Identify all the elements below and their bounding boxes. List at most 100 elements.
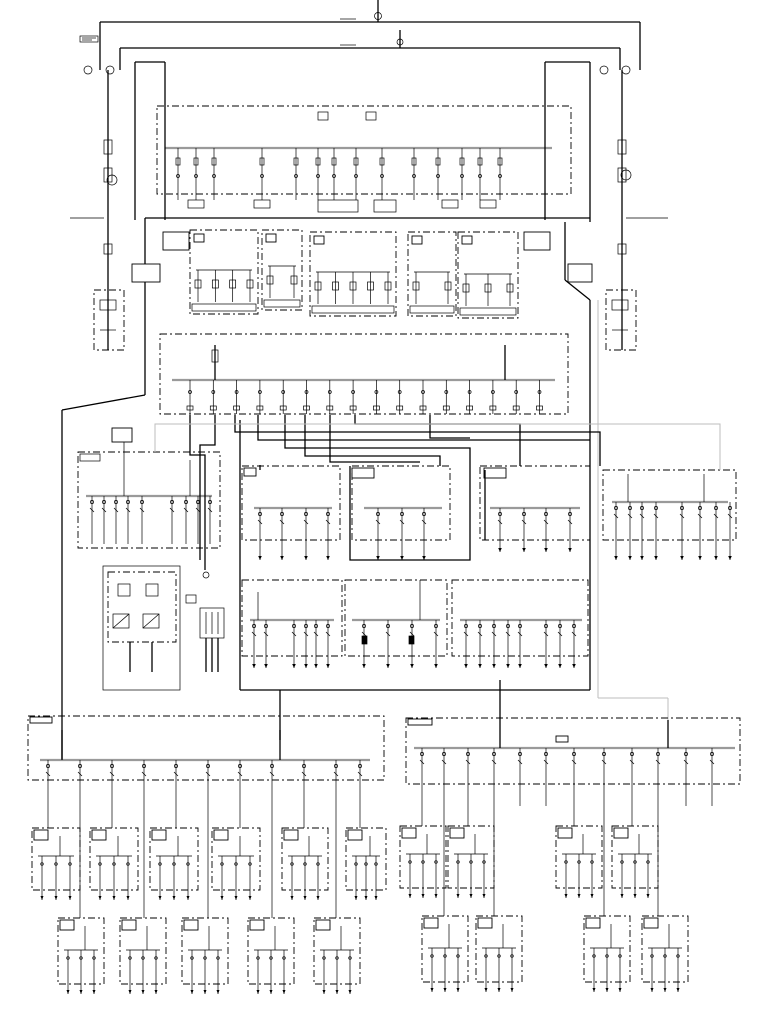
lv-meter: [256, 405, 264, 411]
outgoing-arrow: [498, 548, 502, 552]
ct-symbol: [294, 174, 298, 178]
box-breaker: [469, 860, 473, 864]
outgoing-arrow: [640, 556, 644, 560]
box-tag: [183, 919, 199, 931]
outgoing-arrow: [40, 896, 44, 900]
box-breaker: [633, 860, 637, 864]
mv-breaker: [211, 157, 217, 166]
breaker-contact: [357, 771, 363, 777]
transformer-symbol: [332, 281, 339, 291]
breaker-contact: [333, 771, 339, 777]
loop-cables: [61, 217, 669, 760]
box-breaker: [434, 860, 438, 864]
breaker-symbol: [492, 624, 496, 628]
breaker-contact: [653, 513, 659, 519]
mv-breaker: [497, 157, 503, 166]
box-breaker: [128, 956, 132, 960]
box-breaker: [592, 954, 596, 958]
outgoing-arrow: [326, 664, 330, 668]
outgoing-arrow: [577, 894, 581, 898]
outgoing-arrow: [316, 896, 320, 900]
breaker-symbol: [558, 624, 562, 628]
breaker-symbol: [90, 500, 94, 504]
lv-meter: [326, 405, 334, 411]
breaker-contact: [463, 631, 469, 637]
outgoing-arrow: [680, 556, 684, 560]
outgoing-arrow: [572, 664, 576, 668]
breaker-contact: [613, 513, 619, 519]
substation-tag: [313, 235, 325, 245]
outgoing-arrow: [663, 988, 667, 992]
lv-breaker: [421, 390, 425, 394]
box-breaker: [348, 956, 352, 960]
breaker-symbol: [264, 624, 268, 628]
outgoing-arrow: [484, 988, 488, 992]
box-breaker: [408, 860, 412, 864]
lv-meter: [396, 405, 404, 411]
outgoing-arrow: [650, 988, 654, 992]
outgoing-arrow: [400, 556, 404, 560]
left-subpanel: [77, 427, 221, 549]
outgoing-arrow: [568, 548, 572, 552]
breaker-symbol: [602, 752, 606, 756]
tx-panel-outer-right: [567, 263, 593, 283]
box-breaker: [216, 956, 220, 960]
breaker-symbol: [170, 500, 174, 504]
breaker-symbol: [280, 512, 284, 516]
lv-main-feeders: [186, 380, 543, 414]
outgoing-arrow: [408, 894, 412, 898]
lv-meter: [466, 405, 473, 411]
breaker-symbol: [270, 764, 274, 768]
outgoing-arrow: [158, 896, 162, 900]
outgoing-arrow: [614, 556, 618, 560]
outgoing-arrow: [128, 990, 132, 994]
outgoing-arrow: [98, 896, 102, 900]
breaker-contact: [655, 759, 661, 765]
breaker-symbol: [400, 512, 404, 516]
breaker-symbol: [358, 764, 362, 768]
ct-symbol: [354, 174, 358, 178]
box-breaker: [220, 862, 224, 866]
box-breaker: [430, 954, 434, 958]
breaker-symbol: [238, 764, 242, 768]
outgoing-arrow: [258, 556, 262, 560]
breaker-symbol: [208, 500, 212, 504]
breaker-symbol: [640, 506, 644, 510]
breaker-symbol: [492, 752, 496, 756]
transformer-symbol: [229, 279, 237, 289]
breaker-symbol: [466, 752, 470, 756]
breaker-symbol: [326, 624, 330, 628]
lv-breaker: [397, 390, 402, 394]
outgoing-arrow: [112, 896, 116, 900]
lv-meter: [442, 405, 450, 411]
lv-meter: [489, 405, 497, 411]
ct-symbol: [316, 174, 320, 178]
breaker-symbol: [614, 506, 618, 510]
box-breaker: [92, 956, 96, 960]
breaker-contact: [109, 771, 115, 777]
lv-breaker: [327, 390, 332, 394]
box-tag: [347, 829, 363, 841]
substation-label-block: [409, 305, 455, 314]
box-breaker: [443, 954, 447, 958]
outgoing-arrow: [292, 664, 296, 668]
box-breaker: [564, 860, 568, 864]
outgoing-arrow: [478, 664, 482, 668]
outgoing-arrow: [492, 664, 496, 668]
outgoing-arrow: [362, 664, 366, 668]
breaker-contact: [557, 631, 563, 637]
box-breaker: [663, 954, 667, 958]
breaker-contact: [183, 507, 189, 513]
breaker-contact: [251, 631, 257, 637]
box-breaker: [112, 862, 116, 866]
mv-feeders: [175, 148, 503, 209]
tx-panel-outer-left: [131, 263, 161, 283]
box-breaker: [54, 862, 58, 866]
breaker-symbol: [518, 624, 522, 628]
breaker-symbol: [142, 764, 146, 768]
outgoing-arrow: [374, 896, 378, 900]
box-breaker: [316, 862, 320, 866]
transformer-symbol: [290, 275, 298, 285]
outgoing-arrow: [322, 990, 326, 994]
transformer-symbol: [246, 279, 254, 289]
